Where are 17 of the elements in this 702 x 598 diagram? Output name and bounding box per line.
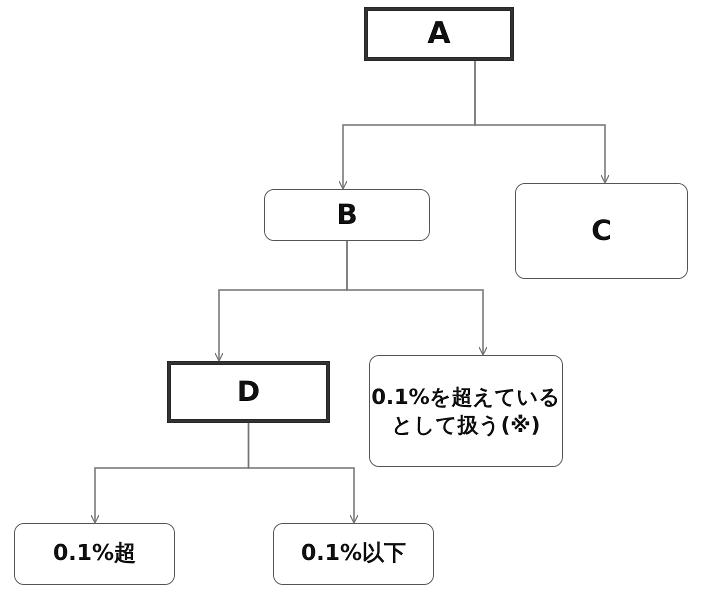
rounded-box bbox=[14, 523, 175, 585]
box-text: A bbox=[427, 14, 451, 53]
arrow bbox=[346, 241, 488, 356]
rounded-box bbox=[369, 355, 563, 467]
box-text: 0.1%を超えているとして扱う(※) bbox=[370, 384, 562, 439]
highlighted-box bbox=[167, 361, 330, 423]
arrow bbox=[248, 423, 359, 524]
box-text: D bbox=[236, 374, 260, 410]
rounded-box bbox=[515, 183, 688, 279]
box-text: C bbox=[591, 213, 612, 250]
box-text: 0.1%以下 bbox=[300, 540, 406, 568]
rounded-box bbox=[264, 189, 430, 241]
box-text: 0.1%超 bbox=[52, 540, 136, 568]
arrow bbox=[474, 61, 610, 184]
rounded-box bbox=[273, 523, 434, 585]
highlighted-box bbox=[364, 7, 514, 61]
box-text: B bbox=[336, 197, 358, 234]
